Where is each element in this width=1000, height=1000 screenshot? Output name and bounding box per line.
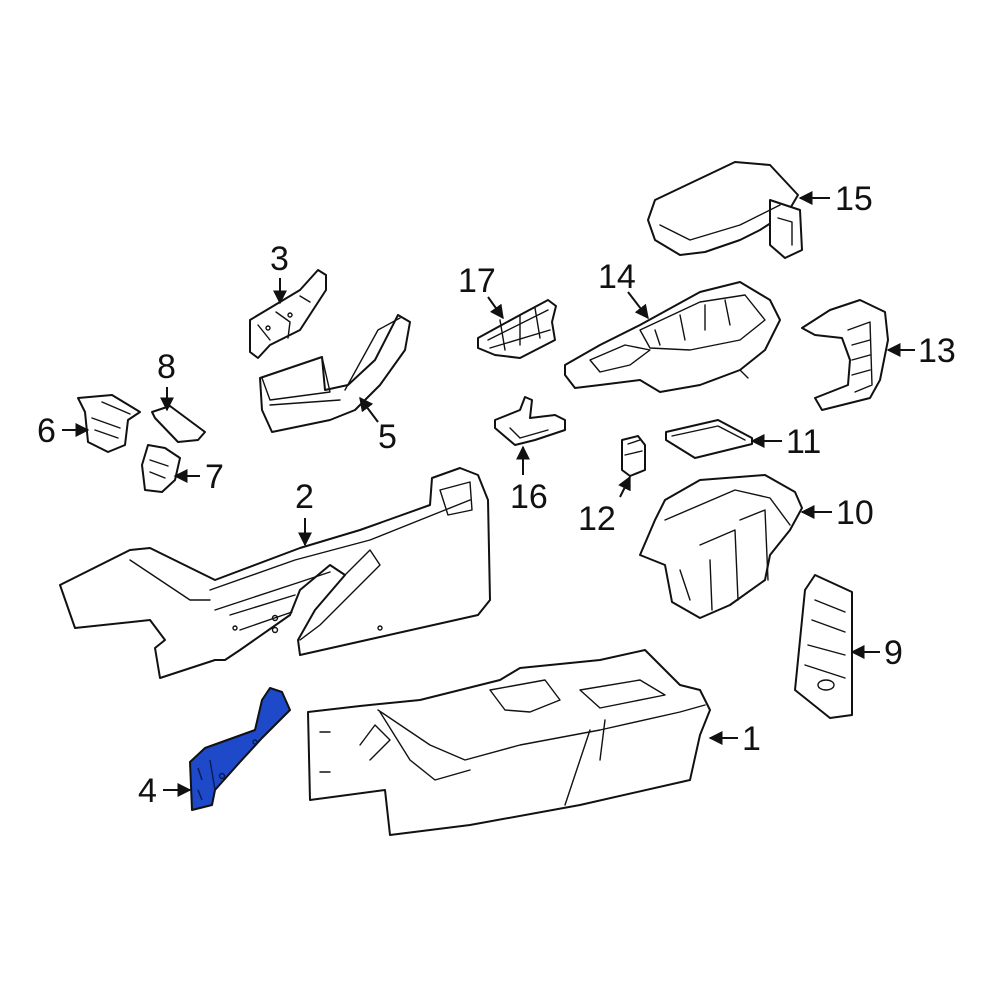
part-9-trim-panel[interactable] — [794, 574, 853, 719]
part-4-bracket-highlighted[interactable] — [189, 687, 291, 811]
callout-14[interactable]: 14 — [598, 258, 636, 296]
callout-12[interactable]: 12 — [578, 500, 616, 538]
callout-6[interactable]: 6 — [37, 412, 56, 450]
part-16-cupholder-insert[interactable] — [494, 396, 566, 446]
part-13-side-trim[interactable] — [801, 299, 889, 411]
callout-2[interactable]: 2 — [295, 478, 314, 516]
leader-14 — [627, 291, 649, 320]
callout-4[interactable]: 4 — [138, 772, 157, 810]
leader-12 — [618, 475, 631, 498]
part-12-switch[interactable] — [621, 435, 646, 477]
part-8-trim-strip[interactable] — [151, 405, 206, 443]
callout-1[interactable]: 1 — [742, 720, 761, 758]
callout-9[interactable]: 9 — [884, 634, 903, 672]
callout-15[interactable]: 15 — [835, 180, 873, 218]
part-1-console-base[interactable] — [307, 649, 711, 836]
callout-8[interactable]: 8 — [157, 348, 176, 386]
callout-10[interactable]: 10 — [836, 494, 874, 532]
part-2-console-frame[interactable] — [59, 467, 491, 679]
part-14-console-bezel[interactable] — [564, 281, 781, 393]
callout-7[interactable]: 7 — [205, 458, 224, 496]
callout-16[interactable]: 16 — [510, 478, 548, 516]
leader-17 — [487, 296, 504, 320]
callout-labels: 1 2 3 4 5 6 7 8 9 10 11 12 13 14 15 16 1… — [37, 180, 956, 810]
part-15-armrest-lid[interactable] — [647, 161, 803, 259]
leader-5 — [359, 396, 379, 423]
callout-5[interactable]: 5 — [378, 418, 397, 456]
part-7-vent[interactable] — [141, 444, 181, 493]
callout-17[interactable]: 17 — [458, 262, 496, 300]
part-11-console-mat[interactable] — [665, 419, 753, 459]
leader-lines — [62, 191, 915, 797]
part-10-storage-bin[interactable] — [639, 474, 803, 619]
part-6-vent-housing[interactable] — [77, 394, 141, 453]
part-3-bracket[interactable] — [249, 269, 327, 359]
callout-11[interactable]: 11 — [786, 423, 821, 461]
callout-3[interactable]: 3 — [270, 240, 289, 278]
callout-13[interactable]: 13 — [918, 332, 956, 370]
part-17-trim-bezel[interactable] — [477, 299, 557, 359]
part-5-storage-bin[interactable] — [259, 314, 411, 433]
